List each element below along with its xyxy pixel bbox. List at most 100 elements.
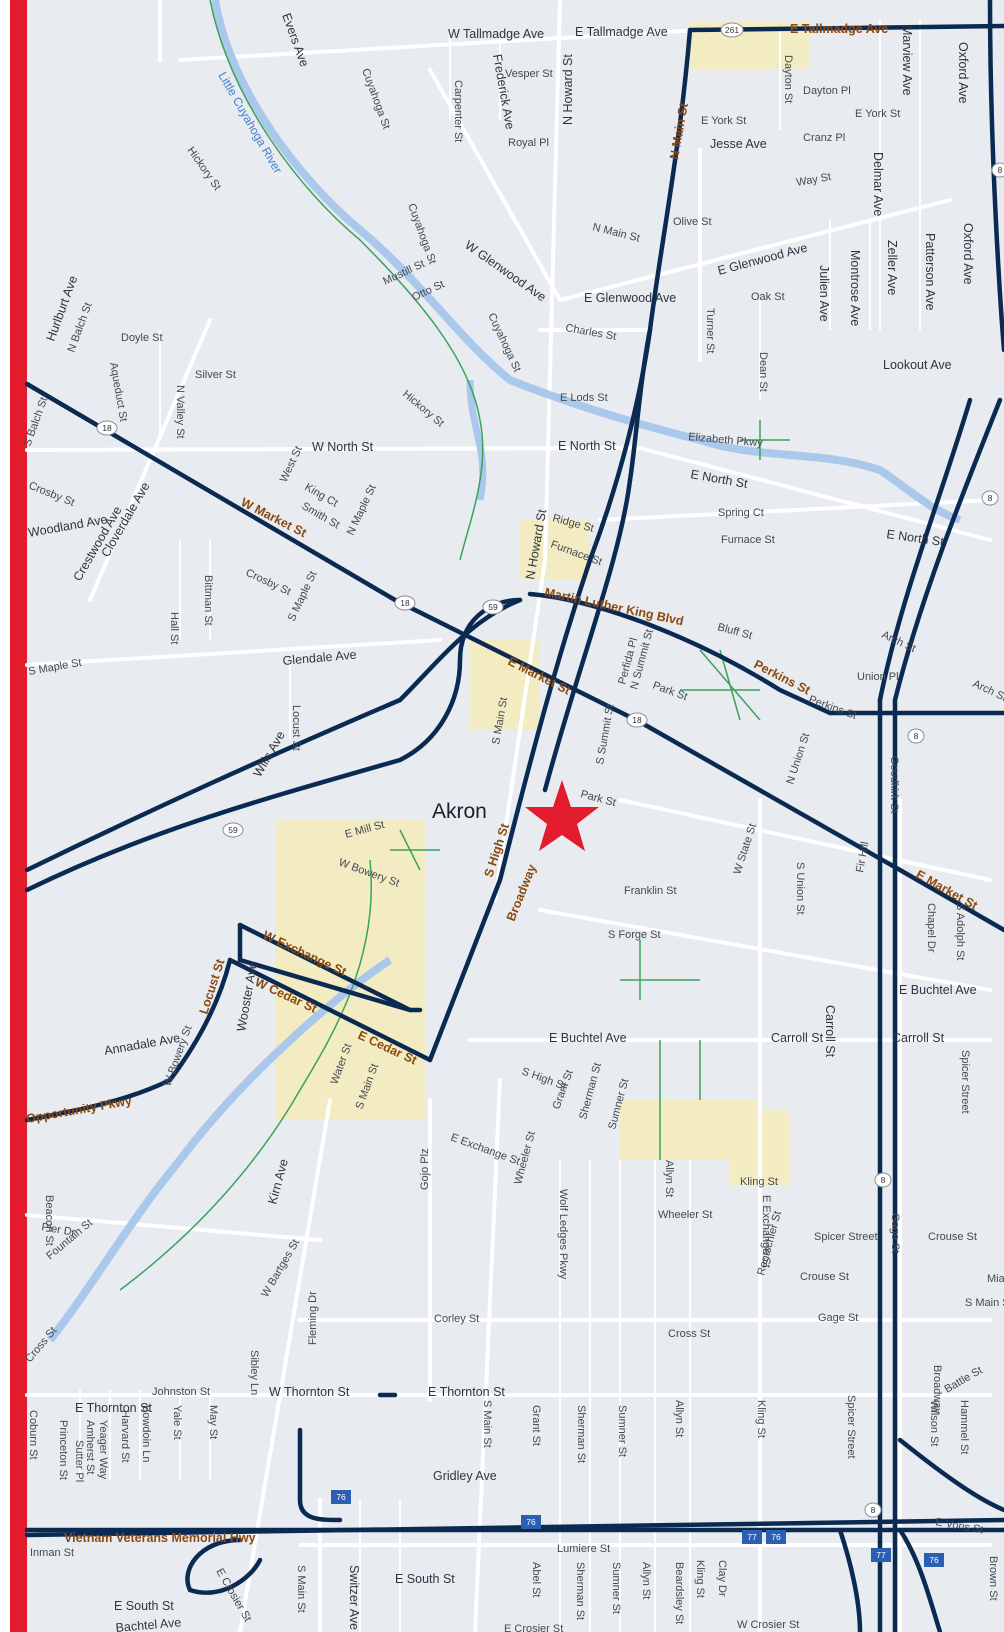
street-label: Grant St: [530, 1405, 542, 1446]
street-label: Spicer Street: [845, 1395, 857, 1459]
street-label: W Crosier St: [737, 1619, 799, 1631]
street-label: Vesper St: [505, 68, 553, 80]
street-label: Sherman St: [574, 1562, 586, 1620]
street-label: E York St: [855, 108, 900, 120]
minor-streets: [25, 0, 992, 1632]
street-label: Harvard St: [119, 1410, 131, 1463]
street-label: Spring Ct: [718, 507, 764, 519]
route-shield[interactable]: 18: [394, 595, 416, 611]
red-frame-bar: [10, 0, 27, 1632]
street-label: E Thornton St: [428, 1385, 505, 1399]
route-shields[interactable]: 261 18 18 18 59 59 8 8 8 8 76 76 77 76 8…: [96, 22, 1004, 1567]
street-label: Allyn St: [640, 1562, 652, 1599]
street-label: Gage St: [818, 1312, 858, 1324]
street-label: Turner St: [704, 308, 716, 353]
street-label: Dayton St: [782, 55, 794, 103]
route-shield[interactable]: 76: [521, 1515, 541, 1529]
svg-text:261: 261: [725, 25, 739, 35]
street-label: S Main St: [481, 1400, 493, 1448]
street-label: Miami St: [987, 1273, 1004, 1285]
route-shield[interactable]: 77: [871, 1548, 891, 1562]
svg-text:59: 59: [228, 825, 238, 835]
svg-text:76: 76: [526, 1517, 536, 1527]
street-label: Brown St: [987, 1556, 999, 1601]
street-label: E Exchange St: [760, 1195, 772, 1268]
street-label: Patterson Ave: [923, 233, 937, 311]
street-label: Amherst St: [84, 1420, 96, 1474]
route-shield[interactable]: 18: [626, 712, 648, 728]
svg-text:8: 8: [914, 731, 919, 741]
street-label: Carroll St: [823, 1005, 837, 1058]
street-label: Coburn St: [27, 1410, 39, 1460]
svg-text:18: 18: [102, 423, 112, 433]
street-label: S Main St: [295, 1565, 307, 1613]
street-label: Delmar Ave: [871, 152, 885, 216]
star-icon[interactable]: [525, 780, 599, 851]
street-label: Beacon St: [43, 1195, 55, 1246]
street-label: Oxford Ave: [961, 223, 975, 285]
route-shield[interactable]: 76: [766, 1530, 786, 1544]
trails: [119, 0, 790, 1291]
street-label: E Crosier St: [504, 1623, 563, 1632]
street-label: Allyn St: [663, 1160, 675, 1197]
street-label: E South St: [395, 1572, 455, 1586]
street-label: Zeller Ave: [885, 240, 899, 295]
street-label: Princeton St: [57, 1420, 69, 1480]
street-label: Carpenter St: [452, 80, 464, 142]
street-label: Yeager Way: [97, 1420, 109, 1480]
svg-text:76: 76: [929, 1555, 939, 1565]
route-shield[interactable]: 8: [874, 1172, 892, 1188]
route-shield[interactable]: 77: [742, 1530, 762, 1544]
street-label: Gage St: [889, 1213, 901, 1253]
street-label: Gojo Plz: [419, 1148, 431, 1190]
street-label: W North St: [312, 440, 374, 454]
street-label: Hammel St: [958, 1400, 970, 1454]
street-label: Spicer Street: [959, 1050, 971, 1114]
street-label: S Union St: [794, 862, 806, 915]
street-label: Glendale Ave: [282, 648, 357, 668]
street-label: Marview Ave: [900, 25, 914, 96]
street-label: Carroll St: [892, 1031, 945, 1045]
svg-text:18: 18: [632, 715, 642, 725]
street-label: Franklin St: [624, 885, 677, 897]
route-shield[interactable]: 8: [981, 490, 999, 506]
route-shield[interactable]: 76: [331, 1490, 351, 1504]
street-label: Bowdoin Ln: [140, 1405, 152, 1463]
street-label: Locust St: [290, 705, 302, 751]
route-shield[interactable]: 8: [864, 1502, 882, 1518]
route-shield[interactable]: 261: [720, 22, 744, 38]
route-shield[interactable]: 8: [907, 728, 925, 744]
shaded-areas: [275, 22, 810, 1185]
street-label: Kling St: [740, 1176, 778, 1188]
street-label: Johnston St: [152, 1386, 210, 1398]
street-label: Broadway: [931, 1365, 943, 1414]
street-label: S Adolph St: [954, 903, 966, 961]
route-shield[interactable]: 59: [222, 822, 244, 838]
street-label: E Glenwood Ave: [584, 291, 676, 305]
street-label: Dean St: [757, 352, 769, 392]
street-label: W Thornton St: [269, 1385, 350, 1399]
street-label: Dayton Pl: [803, 85, 851, 97]
route-shield[interactable]: 76: [924, 1553, 944, 1567]
route-shield[interactable]: 18: [96, 420, 118, 436]
street-label: May St: [207, 1405, 219, 1439]
street-label: Spicer Street: [814, 1231, 878, 1243]
street-label: Chapel Dr: [925, 903, 937, 953]
street-label: Montrose Ave: [848, 250, 862, 326]
svg-text:8: 8: [988, 493, 993, 503]
street-label: Fir Hill: [854, 841, 871, 874]
street-label: Lookout Ave: [883, 358, 952, 372]
street-label: Allyn St: [673, 1400, 685, 1437]
svg-text:76: 76: [336, 1492, 346, 1502]
street-label: E Lods St: [560, 392, 608, 404]
route-shield[interactable]: 59: [482, 599, 504, 615]
street-label: Olive St: [673, 216, 712, 228]
river-branch: [466, 379, 487, 501]
river: [211, 0, 962, 524]
street-label: Wolf Ledges Pkwy: [557, 1189, 569, 1280]
svg-text:77: 77: [876, 1550, 886, 1560]
street-label: E Buchtel Ave: [549, 1031, 627, 1045]
route-shield[interactable]: 8: [991, 162, 1004, 178]
